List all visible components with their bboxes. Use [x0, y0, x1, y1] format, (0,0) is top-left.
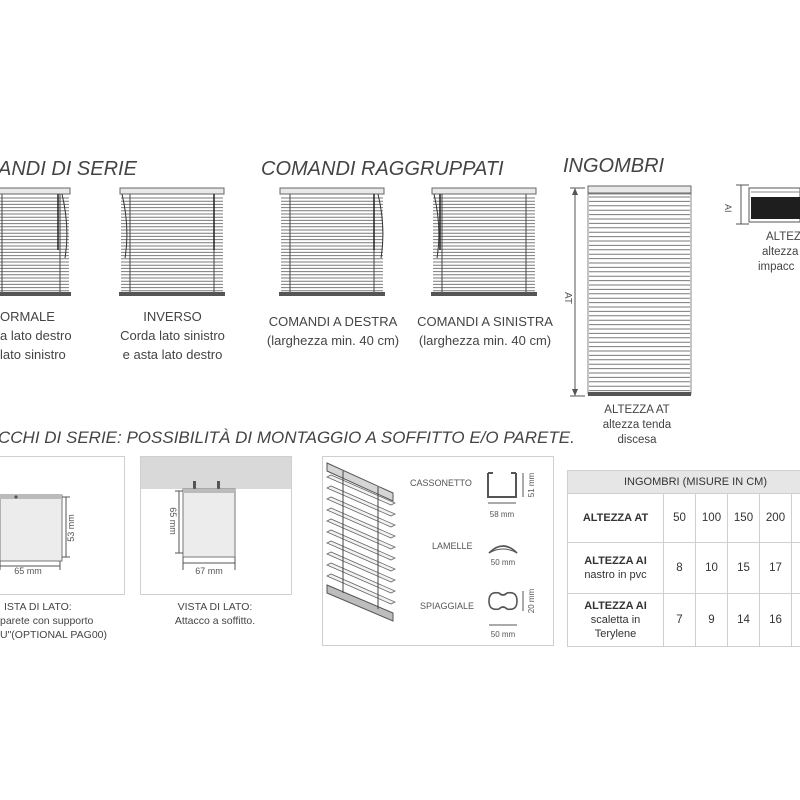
caption-destra-line1: (larghezza min. 40 cm) [266, 333, 400, 348]
dim-51mm: 51 mm [527, 472, 536, 497]
caption-soffitto-line1: Attacco a soffitto. [174, 615, 256, 627]
heading-comandi-raggruppati: COMANDI RAGGRUPPATI [261, 158, 504, 180]
profiles-box: 58 mm 51 mm 50 mm 50 mm 20 mm [322, 456, 554, 646]
profiles-drawing: 58 mm 51 mm 50 mm 50 mm 20 mm [326, 462, 536, 639]
ingombri-table-wrap: INGOMBRI (MISURE IN CM) ALTEZZA AT 50 10… [567, 470, 800, 647]
label-lamelle: LAMELLE [432, 541, 473, 551]
caption-parete-line1: parete con supporto [0, 615, 94, 627]
table-cell: 50 [663, 493, 696, 543]
caption-normale-line1: a lato destro [0, 328, 72, 343]
caption-at-title: ALTEZZA AT [604, 404, 670, 416]
dim-58mm: 58 mm [490, 510, 515, 519]
caption-normale-title: ORMALE [0, 309, 55, 324]
dim-20mm: 20 mm [527, 588, 536, 613]
dim-65mm-soffitto: 65 mm [168, 507, 178, 535]
dim-53mm: 53 mm [66, 514, 76, 542]
caption-sinistra-title: COMANDI A SINISTRA [417, 314, 553, 329]
row-label-line: scaletta in [590, 614, 641, 626]
table-cell: 14 [727, 593, 760, 647]
table-title: INGOMBRI (MISURE IN CM) [567, 470, 800, 494]
table-row: ALTEZZA AI nastro in pvc 8 10 15 17 [567, 542, 800, 594]
blind-inverso [119, 187, 225, 296]
table-cell [791, 593, 800, 647]
dim-67mm: 67 mm [195, 566, 223, 576]
heading-ingombri: INGOMBRI [563, 155, 665, 177]
spiaggiale-profile [488, 591, 518, 611]
caption-destra-title: COMANDI A DESTRA [268, 314, 398, 329]
row-label-altezza-at: ALTEZZA AT [567, 493, 664, 543]
tall-blind-bottomrail [588, 392, 691, 396]
row-label-line: nastro in pvc [584, 569, 647, 581]
lamelle-profile [488, 545, 518, 554]
mount-soffitto-drawing: 65 mm 67 mm [141, 457, 291, 576]
table-cell: 150 [727, 493, 760, 543]
blind-normale [0, 187, 71, 296]
table-cell: 15 [727, 542, 760, 594]
table-cell: 8 [663, 542, 696, 594]
perspective-bottomrail [326, 584, 394, 622]
caption-normale-line2: lato sinistro [0, 347, 66, 362]
table-cell: 7 [663, 593, 696, 647]
ai-label: AI [723, 204, 733, 213]
table-cell: 200 [759, 493, 792, 543]
row-label-altezza-ai-pvc: ALTEZZA AI nastro in pvc [567, 542, 664, 594]
table-cell: 10 [695, 542, 728, 594]
dim-50mm-lamelle: 50 mm [491, 558, 516, 567]
caption-at-line2: discesa [617, 434, 657, 446]
row-label-line: ALTEZZA AI [584, 555, 647, 567]
dim-50mm-spiaggiale: 50 mm [491, 630, 516, 639]
table-cell: 17 [759, 542, 792, 594]
blind-illustrations [0, 187, 537, 296]
blind-comandi-sinistra [431, 187, 537, 296]
caption-altezza-at: ALTEZZA AT altezza tenda discesa [592, 403, 682, 448]
cassonetto-profile [487, 473, 517, 498]
caption-altezza-ai: ALTEZZA altezza impacc [756, 230, 800, 275]
label-spiaggiale: SPIAGGIALE [420, 601, 475, 611]
caption-ai-title: ALTEZZA [766, 231, 800, 243]
at-label: AT [562, 292, 573, 304]
caption-comandi-destra: COMANDI A DESTRA (larghezza min. 40 cm) [263, 312, 403, 350]
caption-ai-line1: altezza [762, 246, 799, 258]
caption-inverso-title: INVERSO [143, 309, 202, 324]
caption-mount-soffitto: VISTA DI LATO: Attacco a soffitto. [150, 600, 280, 628]
caption-comandi-sinistra: COMANDI A SINISTRA (larghezza min. 40 cm… [415, 312, 555, 350]
caption-soffitto-title: VISTA DI LATO: [177, 601, 253, 613]
mount-soffitto-box: 65 mm 67 mm [140, 456, 292, 595]
heading-attacchi-di-serie: CCHI DI SERIE: POSSIBILITÀ DI MONTAGGIO … [0, 428, 575, 447]
row-label-line: Terylene [594, 628, 637, 640]
ingombri-illustration: AT AI [562, 184, 800, 397]
row-label-altezza-ai-terylene: ALTEZZA AI scaletta in Terylene [567, 593, 664, 647]
caption-parete-title: ISTA DI LATO: [4, 601, 72, 613]
caption-ai-line2: impacc [758, 261, 795, 273]
dim-65mm: 65 mm [14, 566, 42, 576]
tall-blind-headrail [587, 185, 692, 194]
heading-comandi-di-serie: ANDI DI SERIE [0, 158, 137, 180]
blind-comandi-destra [279, 187, 385, 296]
table-cell: 100 [695, 493, 728, 543]
caption-mount-parete: ISTA DI LATO: parete con supporto U"(OPT… [0, 600, 107, 642]
ingombri-table: INGOMBRI (MISURE IN CM) ALTEZZA AT 50 10… [567, 470, 800, 647]
table-cell: 16 [759, 593, 792, 647]
mount-parete-drawing: 53 mm 65 mm [0, 494, 76, 576]
caption-parete-line2: U"(OPTIONAL PAG00) [0, 629, 107, 641]
caption-inverso-line2: e asta lato destro [122, 347, 223, 362]
table-row: ALTEZZA AI scaletta in Terylene 7 9 14 1… [567, 593, 800, 647]
table-cell: 9 [695, 593, 728, 647]
caption-normale: ORMALE a lato destro lato sinistro [0, 307, 72, 364]
caption-at-line1: altezza tenda [602, 419, 672, 431]
perspective-headrail [326, 462, 394, 502]
label-cassonetto: CASSONETTO [410, 478, 472, 488]
table-cell [791, 542, 800, 594]
table-cell: 2 [791, 493, 800, 543]
table-header-row: INGOMBRI (MISURE IN CM) [567, 470, 800, 494]
mount-parete-box: 53 mm 65 mm [0, 456, 125, 595]
caption-sinistra-line1: (larghezza min. 40 cm) [418, 333, 552, 348]
table-row: ALTEZZA AT 50 100 150 200 2 [567, 493, 800, 543]
caption-inverso: INVERSO Corda lato sinistro e asta lato … [110, 307, 235, 364]
row-label-line: ALTEZZA AI [584, 600, 647, 612]
caption-inverso-line1: Corda lato sinistro [120, 328, 225, 343]
